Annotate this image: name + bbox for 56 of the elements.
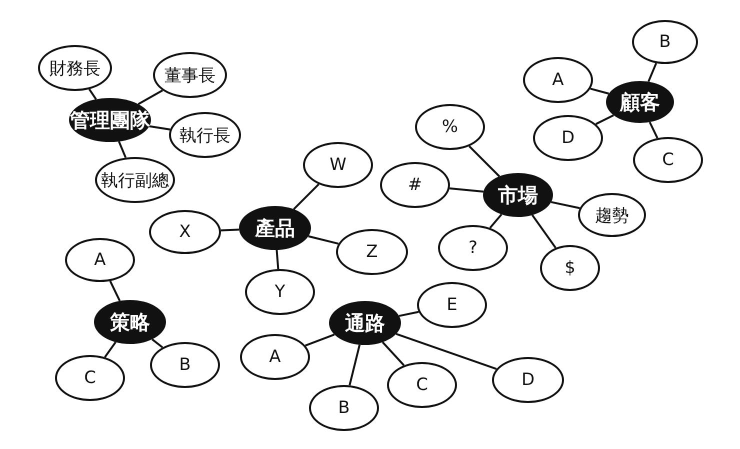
item-ellipse: A bbox=[523, 57, 593, 103]
connector-line bbox=[118, 141, 127, 158]
connector-line bbox=[109, 280, 121, 302]
topic-ellipse: 產品 bbox=[239, 206, 311, 250]
connector-line bbox=[531, 214, 556, 248]
item-ellipse: D bbox=[492, 357, 564, 403]
topic-ellipse: 市場 bbox=[483, 173, 553, 217]
item-ellipse: X bbox=[149, 210, 221, 254]
item-ellipse: # bbox=[380, 162, 450, 208]
connector-line bbox=[104, 342, 116, 358]
item-ellipse: Z bbox=[336, 229, 408, 275]
connector-line bbox=[590, 88, 610, 95]
item-ellipse: A bbox=[240, 334, 310, 380]
connector-line bbox=[595, 114, 614, 125]
connector-line bbox=[220, 228, 240, 232]
topic-ellipse: 管理團隊 bbox=[69, 98, 151, 142]
item-ellipse: C bbox=[387, 362, 457, 408]
item-ellipse: 董事長 bbox=[153, 52, 227, 98]
connector-line bbox=[149, 125, 170, 130]
connector-line bbox=[396, 332, 497, 370]
item-ellipse: C bbox=[633, 137, 703, 183]
item-ellipse: 執行副總 bbox=[95, 157, 175, 203]
item-ellipse: B bbox=[632, 20, 698, 64]
connector-line bbox=[550, 201, 580, 210]
item-ellipse: Y bbox=[245, 269, 315, 315]
item-ellipse: D bbox=[533, 115, 603, 161]
item-ellipse: ? bbox=[438, 225, 508, 271]
connector-line bbox=[276, 250, 280, 270]
item-ellipse: % bbox=[415, 104, 485, 150]
item-ellipse: $ bbox=[540, 245, 600, 291]
connector-line bbox=[382, 342, 405, 366]
connector-line bbox=[348, 344, 361, 386]
item-ellipse: A bbox=[65, 238, 135, 282]
topic-ellipse: 顧客 bbox=[606, 81, 674, 123]
item-ellipse: B bbox=[150, 342, 220, 388]
connector-line bbox=[152, 338, 164, 348]
connector-line bbox=[468, 146, 500, 178]
item-ellipse: 財務長 bbox=[38, 45, 112, 91]
connector-line bbox=[308, 235, 339, 245]
connector-line bbox=[450, 187, 484, 193]
item-ellipse: 執行長 bbox=[169, 112, 241, 158]
connector-line bbox=[398, 310, 419, 317]
item-ellipse: 趨勢 bbox=[578, 193, 646, 237]
topic-ellipse: 策略 bbox=[94, 300, 166, 344]
connector-line bbox=[489, 214, 502, 229]
connector-line bbox=[293, 184, 320, 210]
connector-line bbox=[648, 122, 658, 138]
connector-line bbox=[88, 88, 97, 100]
connector-line bbox=[305, 334, 335, 346]
item-ellipse: W bbox=[303, 142, 373, 188]
item-ellipse: E bbox=[417, 282, 487, 328]
connector-line bbox=[648, 62, 658, 82]
item-ellipse: B bbox=[309, 385, 379, 431]
connector-line bbox=[138, 90, 164, 105]
topic-ellipse: 通路 bbox=[329, 301, 401, 345]
item-ellipse: C bbox=[55, 355, 125, 401]
